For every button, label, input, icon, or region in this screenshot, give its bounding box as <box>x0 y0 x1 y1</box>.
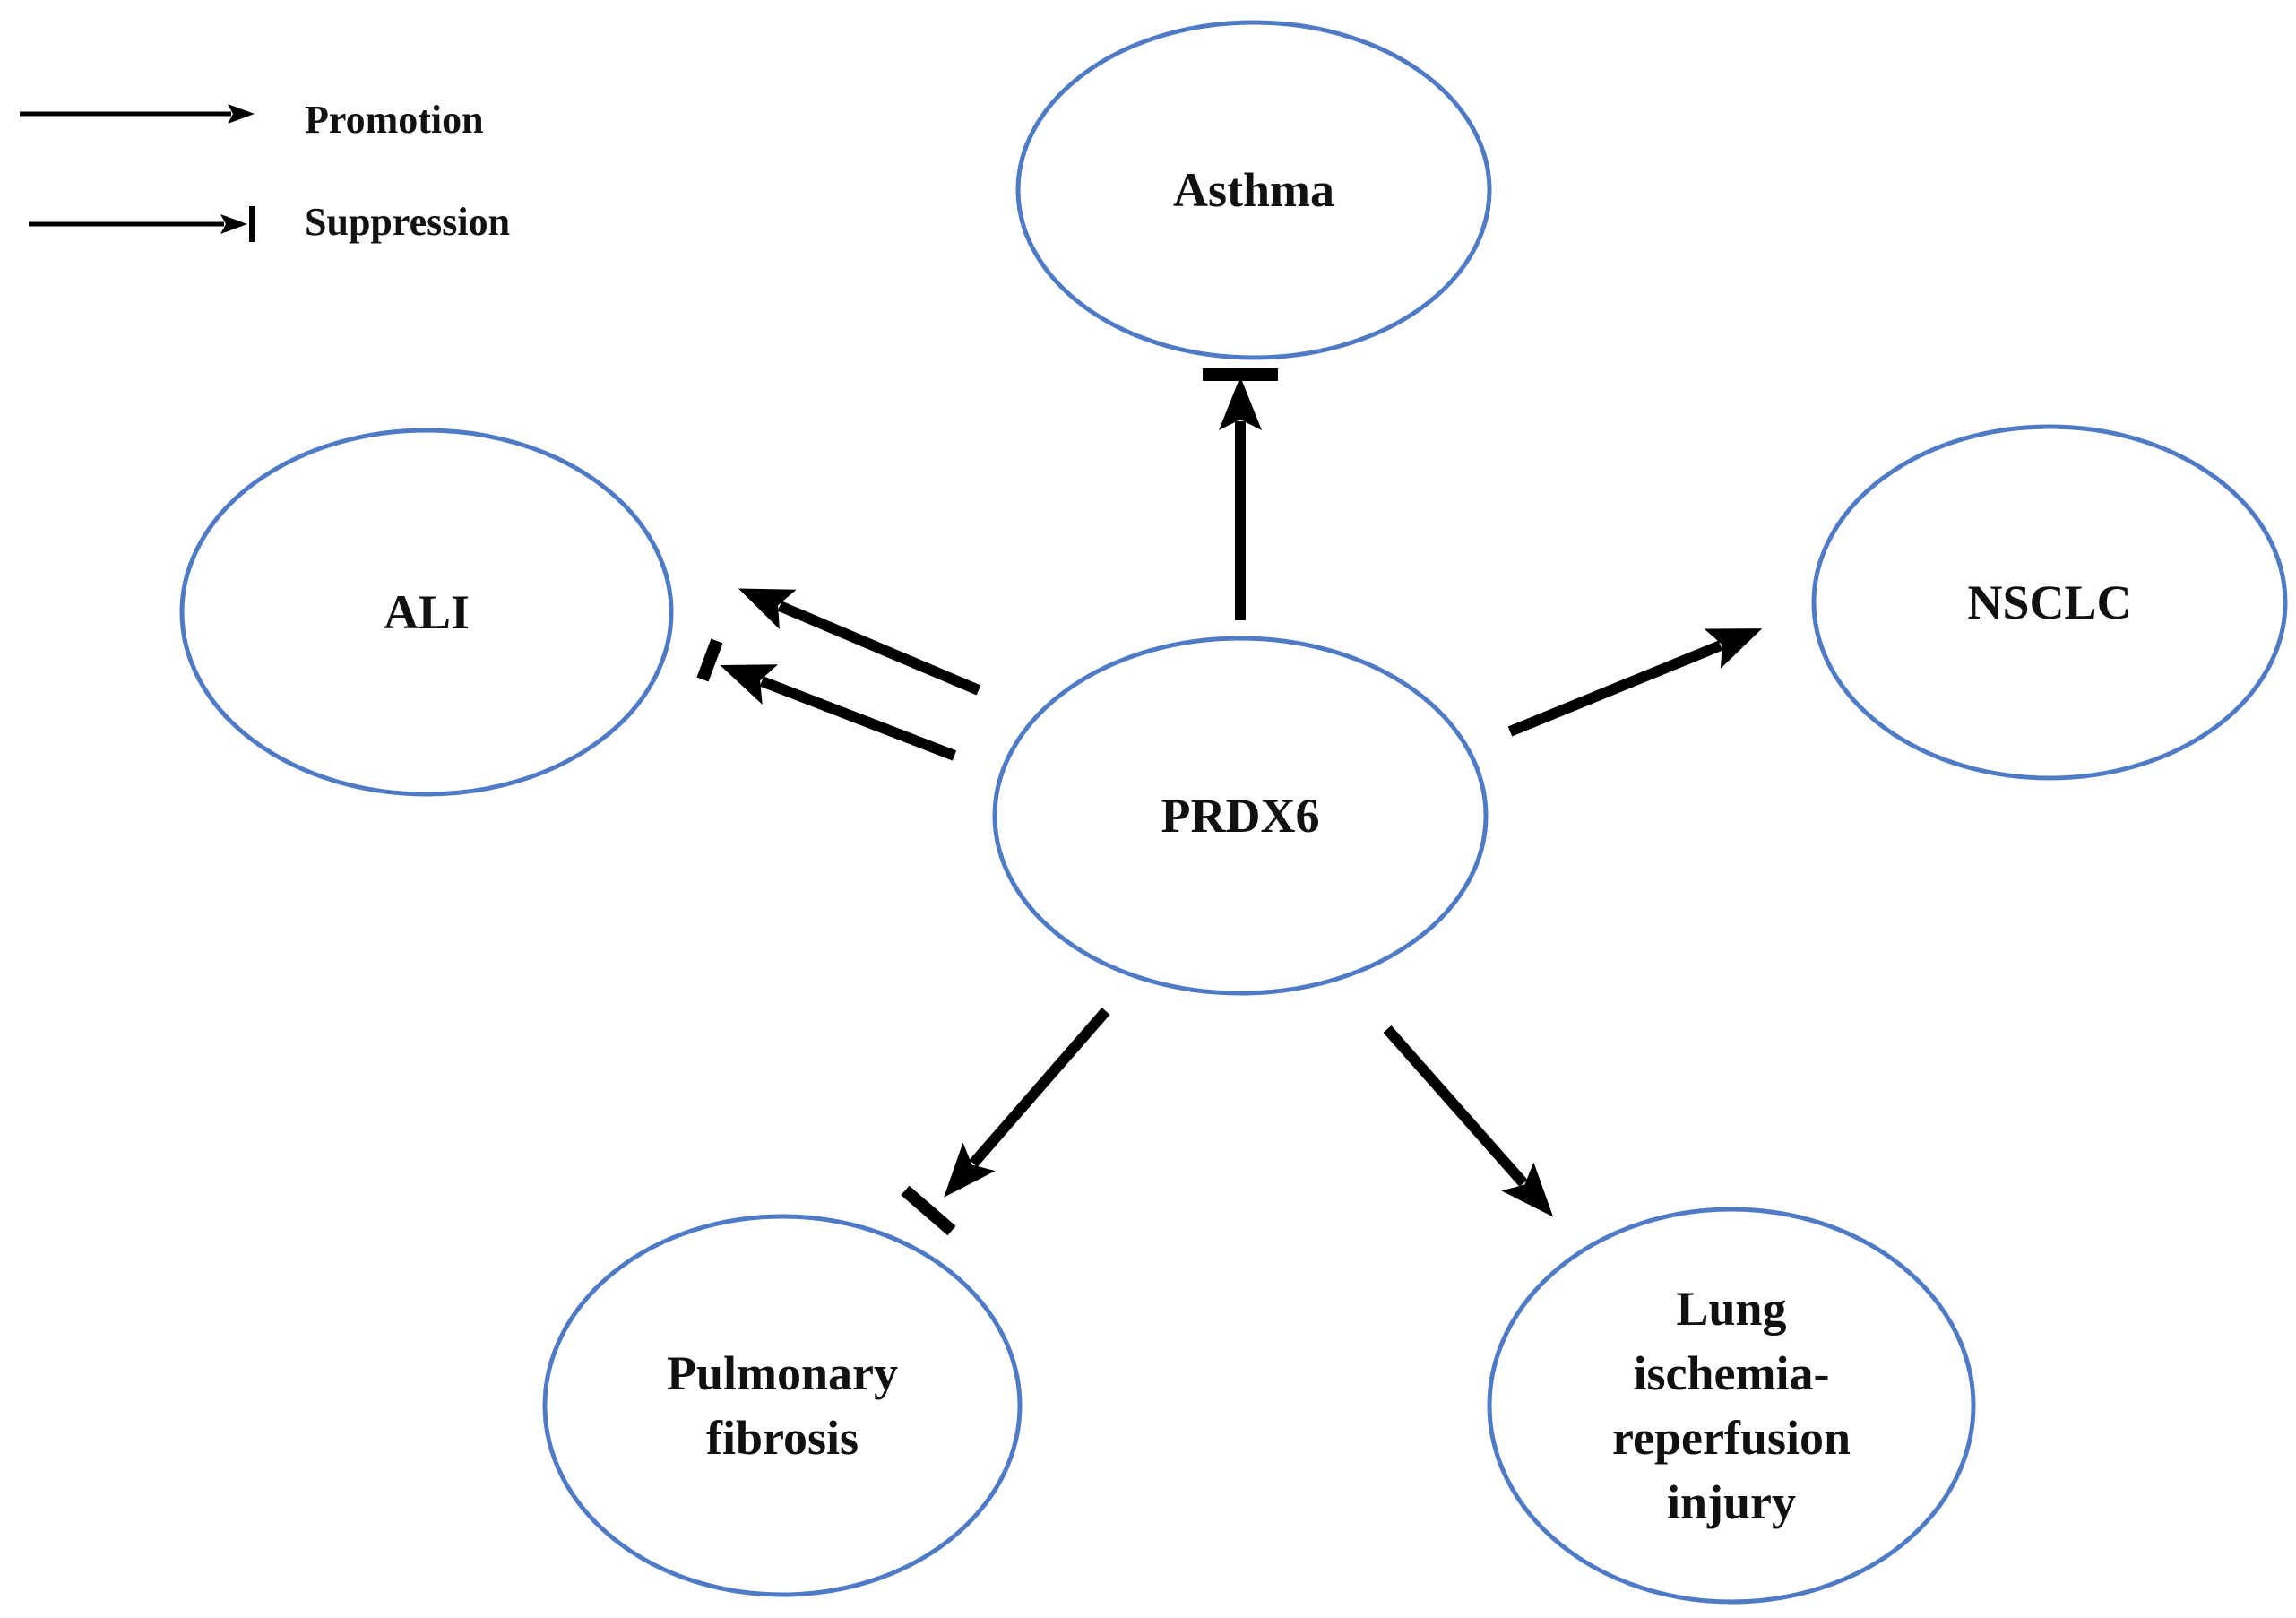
node-prdx6: PRDX6 <box>992 636 1489 996</box>
node-label-line: reperfusion <box>1612 1411 1851 1465</box>
node-label-line: ischemia- <box>1634 1346 1830 1400</box>
node-nsclc-ellipse <box>1811 424 2288 781</box>
edge-prdx6-pulmonary-fibrosis <box>944 1008 1110 1198</box>
node-pulmonary-fibrosis-label: Pulmonary fibrosis <box>667 1346 898 1465</box>
node-label-line: PRDX6 <box>1161 789 1320 843</box>
node-nsclc-label: NSCLC <box>1967 575 2131 629</box>
node-label-line: ALI <box>384 585 470 639</box>
node-label-line: injury <box>1667 1475 1796 1529</box>
node-label-line: Lung <box>1676 1282 1786 1336</box>
edge-prdx6-pulmonary-fibrosis-bar <box>901 1185 956 1236</box>
edge-prdx6-lung-iri <box>1383 1025 1554 1217</box>
node-nsclc: NSCLC <box>1811 424 2288 781</box>
node-asthma-ellipse <box>1015 20 1492 360</box>
node-asthma-label: Asthma <box>1173 163 1334 217</box>
node-label-line: Pulmonary <box>667 1346 898 1400</box>
node-ali: ALI <box>179 428 674 797</box>
node-pulmonary-fibrosis-ellipse <box>542 1214 1023 1597</box>
edge-prdx6-ali-suppression <box>720 664 957 761</box>
edge-prdx6-ali-promotion <box>738 588 981 696</box>
node-label-line: fibrosis <box>706 1411 859 1465</box>
node-asthma: Asthma <box>1015 20 1492 360</box>
node-ali-label: ALI <box>384 585 470 639</box>
legend-suppression-label: Suppression <box>305 200 510 244</box>
node-label-line: Asthma <box>1173 163 1334 217</box>
node-prdx6-ellipse <box>992 636 1489 996</box>
node-lung-iri-ellipse <box>1487 1207 1976 1605</box>
edge-prdx6-nsclc <box>1507 628 1763 737</box>
node-prdx6-label: PRDX6 <box>1161 789 1320 843</box>
node-ali-ellipse <box>179 428 674 797</box>
edges <box>696 368 1763 1236</box>
node-lung-iri-label: Lung ischemia-reperfusion injury <box>1612 1282 1851 1529</box>
node-lung-iri: Lung ischemia-reperfusion injury <box>1487 1207 1976 1605</box>
legend: Promotion Suppression <box>20 98 510 244</box>
edge-prdx6-ali-suppression-bar <box>696 638 723 682</box>
node-pulmonary-fibrosis: Pulmonary fibrosis <box>542 1214 1023 1597</box>
legend-promotion-label: Promotion <box>305 98 484 142</box>
node-label-line: NSCLC <box>1967 575 2131 629</box>
